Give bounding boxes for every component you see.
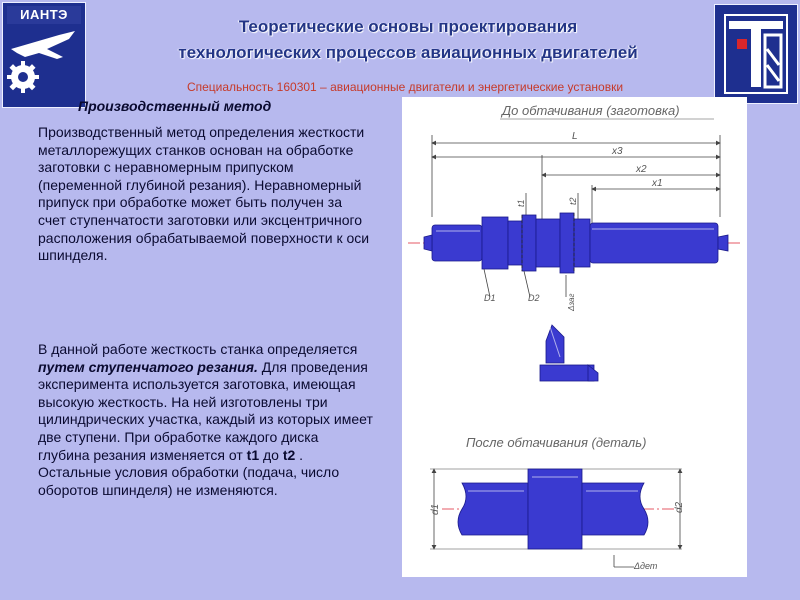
title-line-1: Теоретические основы проектирования [238, 17, 578, 36]
para2-part-d: до [259, 446, 283, 463]
institute-logo: ИАНТЭ [2, 2, 86, 108]
specialty-line: Специальность 160301 – авиационные двига… [186, 80, 624, 94]
technical-drawing: До обтачивания (заготовка) L x3 x2 x1 t1… [402, 97, 747, 577]
title-line-2: технологических процессов авиационных дв… [178, 43, 638, 62]
delta-det-label: Δдет [633, 561, 658, 571]
method-heading: Производственный метод [78, 98, 272, 114]
t2-mark: t2 [568, 197, 578, 205]
dim-x3: x3 [611, 146, 623, 157]
delta-zag-label: Δзаг [567, 294, 576, 312]
emblem-icon [724, 14, 788, 94]
dim-x2: x2 [635, 164, 647, 175]
text-panel: Производственный метод Производственный … [30, 98, 375, 576]
experiment-description: В данной работе жесткость станка определ… [38, 341, 373, 499]
airplane-gear-icon [7, 31, 75, 93]
brand-label: ИАНТЭ [7, 6, 81, 24]
para2-part-c: Для проведения эксперимента используется… [38, 358, 373, 463]
slide-header: ИАНТЭ Теоретические основы проектировани… [0, 0, 800, 108]
caption-after: После обтачивания (деталь) [466, 435, 646, 450]
slide-title: Теоретические основы проектирования техн… [110, 14, 706, 66]
method-description: Производственный метод определения жестк… [38, 124, 370, 264]
university-emblem [714, 4, 798, 104]
D1-label: D1 [484, 293, 496, 303]
d1-label: d1 [430, 504, 441, 515]
t2-label: t2 [282, 446, 296, 463]
step-cutting-emphasis: путем ступенчатого резания. [38, 358, 258, 375]
caption-before: До обтачивания (заготовка) [500, 103, 680, 118]
shaft-drawing: До обтачивания (заготовка) L x3 x2 x1 t1… [408, 103, 742, 571]
para2-part-a: В данной работе жесткость станка определ… [38, 341, 358, 357]
t1-label: t1 [246, 446, 260, 463]
dim-L: L [572, 131, 578, 142]
dim-x1: x1 [651, 178, 663, 189]
t1-mark: t1 [516, 199, 526, 207]
para2-part-e: . Остальные условия обработки (подача, ч… [38, 446, 340, 498]
D2-label: D2 [528, 293, 540, 303]
d2-label: d2 [674, 501, 685, 513]
